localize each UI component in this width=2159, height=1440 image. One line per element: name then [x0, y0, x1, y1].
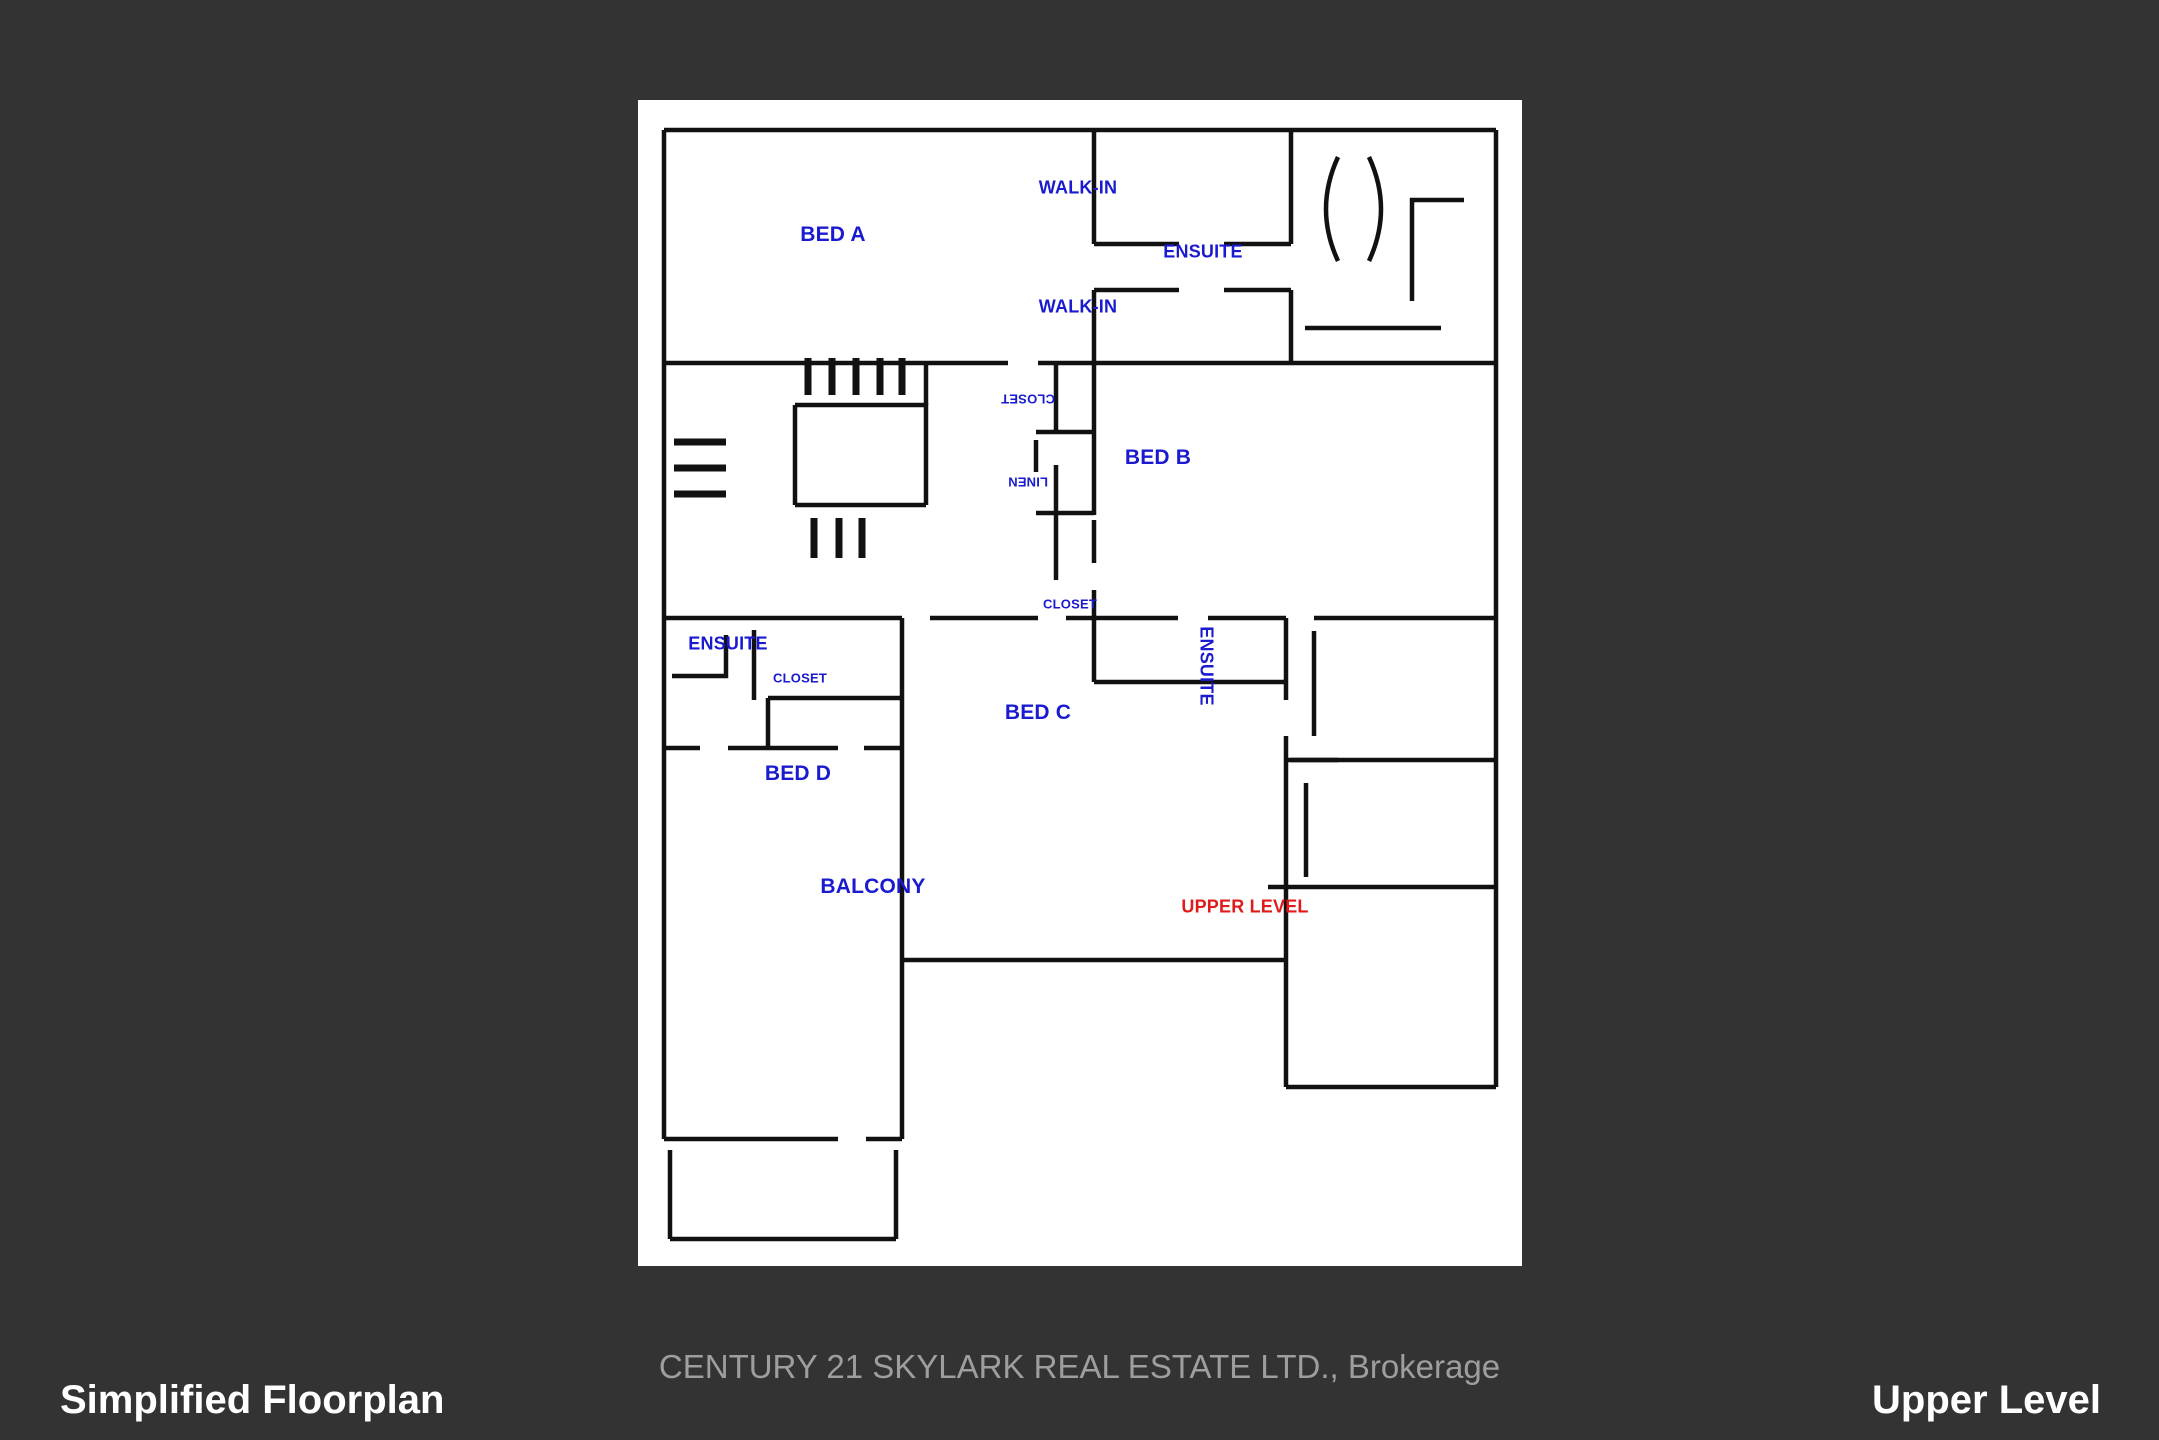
- ensuitea-shower-walls: [1409, 197, 1464, 301]
- room-label-bed-d: BED D: [764, 762, 832, 785]
- room-label-closet-b: CLOSET: [1001, 391, 1055, 407]
- bathtub-right-arc: [1366, 156, 1384, 262]
- floorplan-sheet: BED A WALK-IN WALK-IN ENSUITE BED B CLOS…: [638, 100, 1522, 1266]
- room-label-ensuite-c: ENSUITE: [1196, 626, 1217, 706]
- stair-treads-upper: [804, 358, 906, 395]
- room-label-bed-a: BED A: [800, 223, 866, 246]
- room-label-walkin-top: WALK-IN: [1038, 177, 1118, 198]
- room-label-bed-c: BED C: [1004, 701, 1072, 724]
- ensuited-fixture: [672, 635, 729, 679]
- room-label-bed-b: BED B: [1124, 446, 1192, 469]
- stair-treads-left: [674, 438, 726, 498]
- caption-simplified-floorplan: Simplified Floorplan: [60, 1378, 445, 1422]
- floorplan-drawing: [661, 127, 1499, 1242]
- room-label-walkin-lower: WALK-IN: [1038, 296, 1118, 317]
- room-label-balcony: BALCONY: [820, 875, 926, 898]
- room-label-ensuite-d: ENSUITE: [688, 633, 768, 654]
- stair-box-top: [795, 402, 929, 505]
- bathtub-left-arc: [1323, 156, 1341, 262]
- level-label: UPPER LEVEL: [1181, 896, 1309, 917]
- stair-treads-lower: [810, 518, 866, 558]
- wall-lines: [661, 127, 1499, 1242]
- room-label-linen-b: LINEN: [1008, 474, 1048, 490]
- caption-upper-level: Upper Level: [1872, 1378, 2101, 1422]
- room-label-closet-d: CLOSET: [773, 670, 827, 686]
- watermark-brokerage: CENTURY 21 SKYLARK REAL ESTATE LTD., Bro…: [658, 1348, 1501, 1385]
- room-label-closet-c: CLOSET: [1043, 596, 1097, 612]
- room-label-ensuite-a: ENSUITE: [1163, 241, 1243, 262]
